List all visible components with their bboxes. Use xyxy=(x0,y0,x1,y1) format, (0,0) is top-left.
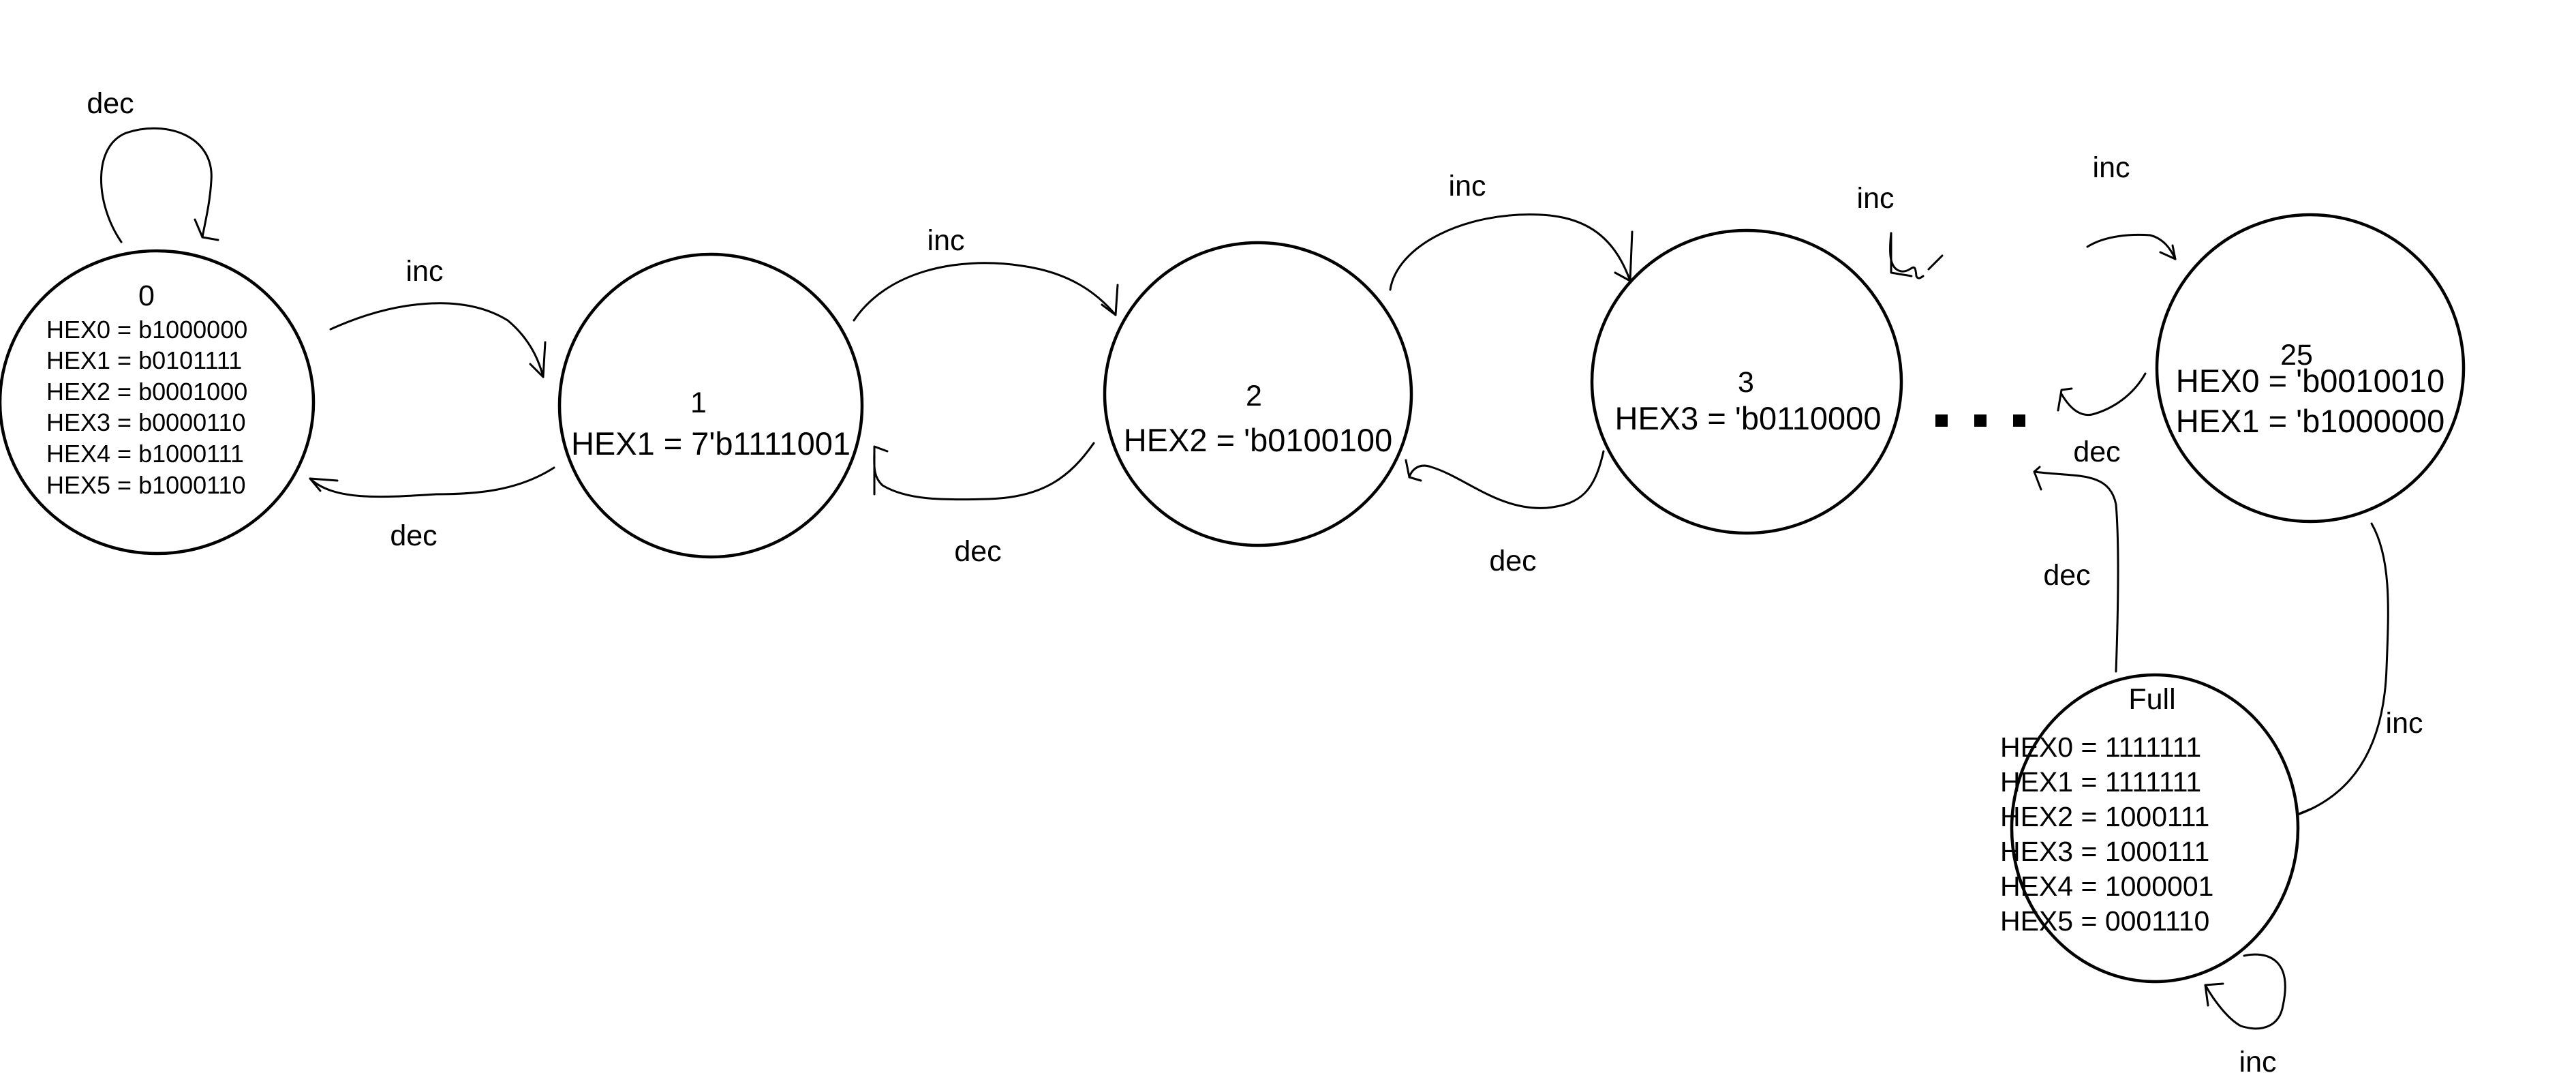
edge-label: inc xyxy=(2386,707,2423,740)
state-0-output: HEX0 = b1000000 xyxy=(46,316,247,344)
edge-label: dec xyxy=(2073,436,2120,468)
edge-label: inc xyxy=(1857,182,1895,215)
edge-label: inc xyxy=(2093,151,2130,184)
state-3-output: HEX3 = 'b0110000 xyxy=(1615,400,1882,436)
state-0-output: HEX1 = b0101111 xyxy=(46,346,242,374)
state-full-name: Full xyxy=(2128,683,2175,716)
state-25-output: HEX0 = 'b0010010 xyxy=(2176,363,2444,399)
state-2-name: 2 xyxy=(1246,380,1262,412)
edge-label: inc xyxy=(2239,1046,2277,1073)
state-full-output: HEX5 = 0001110 xyxy=(2000,905,2209,937)
state-0-circle xyxy=(0,249,316,556)
edge-label: dec xyxy=(1489,545,1536,577)
edge-label: dec xyxy=(2043,559,2090,592)
state-0-name: 0 xyxy=(138,279,155,312)
edge-2-to-1-dec xyxy=(873,442,1095,501)
edge-1-to-0-dec xyxy=(309,466,555,498)
state-full-circle xyxy=(2010,673,2300,984)
state-2-circle xyxy=(1103,241,1413,547)
state-2-output: HEX2 = 'b0100100 xyxy=(1124,422,1392,458)
state-1-output: HEX1 = 7'b1111001 xyxy=(571,425,850,462)
edge-label: inc xyxy=(927,224,965,257)
state-full-output: HEX0 = 1111111 xyxy=(2000,731,2201,763)
edge-3-to-2-dec xyxy=(1405,450,1605,509)
state-0-output: HEX3 = b0000110 xyxy=(46,408,246,436)
edge-2-to-3-inc xyxy=(1389,213,1634,291)
ellipsis-marker xyxy=(1935,414,2025,427)
state-0-output: HEX5 = b1000110 xyxy=(46,471,246,499)
edge-full-self-inc xyxy=(2204,953,2286,1030)
edge-25-to-full-inc xyxy=(2288,522,2389,818)
edge-0-self-dec xyxy=(100,127,219,243)
state-3-circle xyxy=(1590,228,1903,535)
state-0-output: HEX2 = b0001000 xyxy=(46,378,247,406)
state-1-name: 1 xyxy=(690,387,707,419)
state-full-output: HEX1 = 1111111 xyxy=(2000,766,2201,798)
edge-0-to-1-inc xyxy=(329,302,547,378)
state-full-output: HEX2 = 1000111 xyxy=(2000,801,2209,832)
state-1-circle xyxy=(557,252,864,559)
edge-25-to-ellipsis-dec xyxy=(2057,372,2147,417)
edge-label: dec xyxy=(390,519,437,552)
state-0-output: HEX4 = b1000111 xyxy=(46,440,244,468)
edge-label: dec xyxy=(87,87,134,120)
edge-3-to-ellipsis-inc xyxy=(1889,232,1944,279)
edge-ellipsis-to-25-inc xyxy=(2086,233,2177,260)
state-full-output: HEX4 = 1000001 xyxy=(2000,871,2213,902)
state-full-output: HEX3 = 1000111 xyxy=(2000,836,2209,867)
state-25-circle xyxy=(2155,213,2466,524)
edge-label: inc xyxy=(406,255,444,288)
edge-full-to-ellipsis-dec xyxy=(2033,466,2119,673)
state-25-output: HEX1 = 'b1000000 xyxy=(2176,403,2444,439)
edge-label: dec xyxy=(954,535,1001,568)
state-25-name: 25 xyxy=(2280,339,2313,372)
edge-1-to-2-inc xyxy=(853,262,1119,322)
edge-label: inc xyxy=(1449,170,1486,202)
state-3-name: 3 xyxy=(1738,366,1754,399)
